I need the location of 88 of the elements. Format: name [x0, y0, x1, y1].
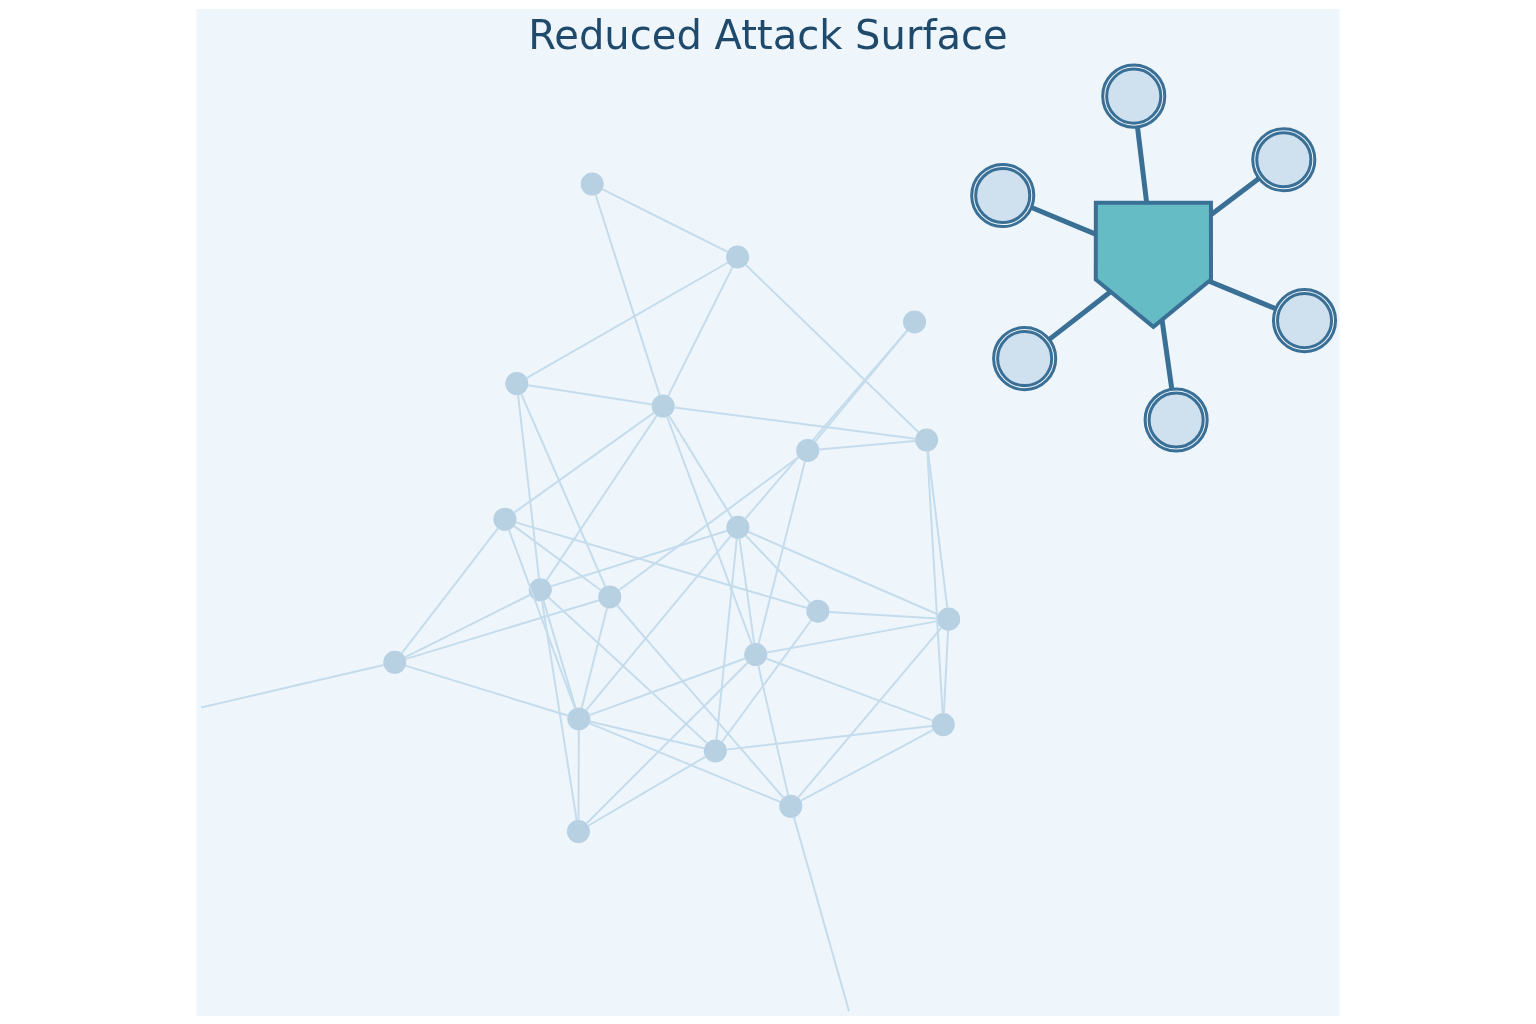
connector — [828, 610, 939, 619]
node-circle — [726, 515, 750, 539]
connector — [744, 329, 909, 520]
connector — [588, 720, 706, 749]
connector — [577, 728, 580, 821]
connector — [725, 724, 934, 751]
node-circle — [598, 584, 622, 608]
connector — [404, 598, 601, 660]
connector — [757, 460, 806, 645]
connector — [585, 534, 732, 711]
connector — [757, 664, 790, 796]
node-circle — [703, 738, 727, 762]
node-circle — [903, 309, 926, 333]
node-picture — [1101, 63, 1167, 129]
connector — [588, 721, 782, 803]
node-circle — [806, 599, 830, 623]
node-picture — [1251, 126, 1317, 192]
connector — [547, 595, 708, 744]
connector — [549, 529, 729, 587]
connector — [513, 411, 655, 514]
connector — [799, 728, 935, 802]
node-circle — [796, 438, 820, 462]
connector — [765, 656, 934, 722]
node-circle — [651, 394, 675, 418]
node-circle — [937, 607, 961, 631]
connector — [404, 664, 570, 717]
node-circle — [567, 706, 591, 730]
connector — [673, 406, 917, 440]
connector — [926, 449, 944, 714]
node-shield — [1093, 200, 1213, 329]
node-circle — [580, 172, 604, 196]
node-circle — [931, 712, 955, 736]
connector — [667, 265, 734, 397]
connector — [517, 393, 540, 580]
node-circle — [566, 819, 590, 843]
connector — [744, 534, 812, 604]
node-circle — [505, 371, 529, 395]
connector — [541, 599, 578, 822]
connector — [1135, 126, 1150, 203]
connector — [715, 537, 738, 741]
node-picture — [992, 325, 1058, 391]
node-picture — [1271, 287, 1338, 353]
connector — [512, 524, 602, 591]
connector — [403, 593, 532, 658]
connector — [797, 626, 943, 799]
connector — [738, 537, 756, 644]
connector — [744, 263, 920, 433]
connector — [585, 661, 749, 824]
connector — [525, 261, 729, 379]
node-circle — [383, 650, 407, 674]
connector — [594, 193, 661, 396]
node-picture — [970, 162, 1036, 228]
connector — [792, 815, 850, 1012]
node-circle — [528, 577, 552, 601]
diagram-title: Reduced Attack Surface — [528, 11, 1008, 58]
connector — [668, 414, 734, 519]
connector — [520, 392, 607, 588]
connector — [942, 628, 950, 714]
connector — [1159, 319, 1175, 389]
connector — [588, 657, 747, 716]
connector — [721, 618, 813, 743]
connector — [580, 606, 608, 709]
node-circle — [726, 244, 750, 268]
connector — [507, 528, 576, 709]
connector — [526, 383, 654, 405]
connector — [545, 414, 658, 581]
connector — [1208, 278, 1277, 311]
node-circle — [915, 428, 939, 452]
connector — [616, 603, 785, 799]
connector — [1030, 204, 1097, 236]
connector — [817, 439, 917, 450]
connector — [1047, 289, 1113, 341]
connector — [813, 329, 909, 443]
connector — [666, 415, 753, 645]
connector — [1209, 176, 1261, 217]
connector — [587, 755, 707, 827]
connector — [601, 187, 729, 253]
node-circle — [779, 794, 803, 818]
node-circle — [744, 642, 768, 666]
connector — [927, 449, 949, 609]
connector — [617, 455, 800, 591]
connector — [200, 663, 385, 708]
node-picture — [1143, 386, 1209, 453]
connector — [514, 520, 809, 609]
connector — [766, 619, 939, 653]
node-circle — [493, 507, 517, 531]
connector — [400, 526, 500, 654]
connector — [542, 598, 577, 709]
